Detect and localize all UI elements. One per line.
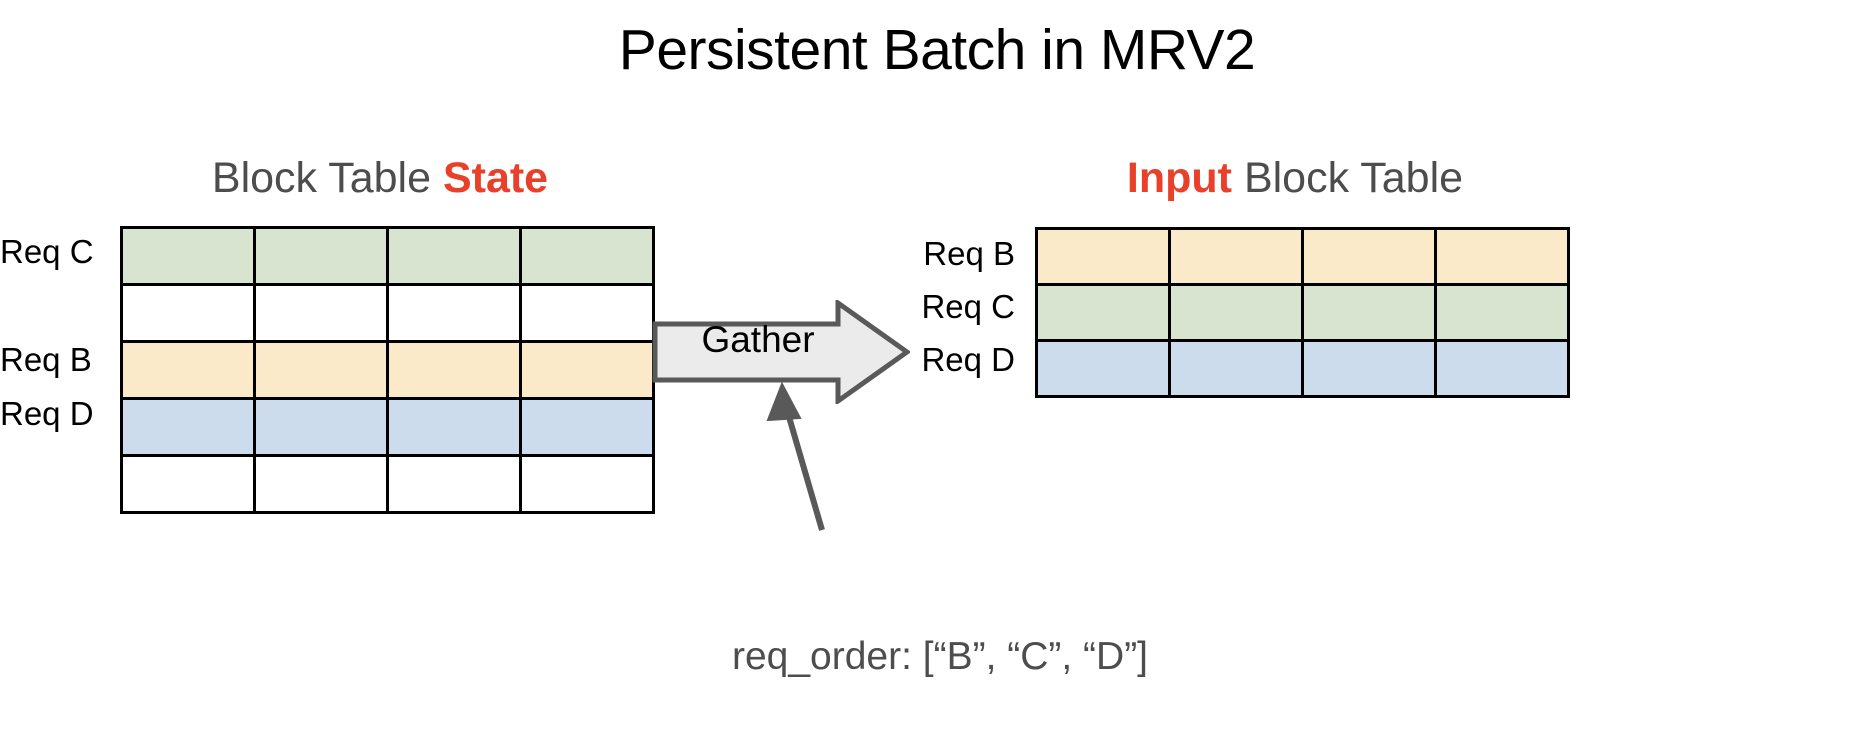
table-cell [253, 226, 389, 286]
table-cell [1035, 227, 1171, 286]
table-cell [1301, 227, 1437, 286]
left-row-label-req-c: Req C [0, 233, 94, 270]
table-cell [120, 340, 256, 400]
table-row [1035, 339, 1570, 398]
req-order-pointer-icon [766, 382, 825, 531]
heading-left-accent: State [442, 154, 549, 202]
table-cell [1168, 227, 1304, 286]
table-cell [253, 454, 389, 514]
table-cell [253, 283, 389, 343]
input-block-table-heading: Input Block Table [1035, 153, 1555, 203]
table-cell [519, 283, 655, 343]
table-cell [253, 340, 389, 400]
heading-right-accent: Input [1126, 154, 1232, 202]
table-row [120, 283, 655, 343]
heading-right-suffix: Block Table [1232, 154, 1464, 202]
table-cell [1168, 339, 1304, 398]
gather-arrow-icon [652, 300, 910, 404]
table-cell [1035, 339, 1171, 398]
table-row [120, 454, 655, 514]
right-row-label-req-c: Req C [921, 288, 1015, 325]
table-cell [120, 283, 256, 343]
table-cell [519, 397, 655, 457]
table-row [120, 340, 655, 400]
table-cell [120, 397, 256, 457]
table-cell [1301, 283, 1437, 342]
table-row [1035, 283, 1570, 342]
table-cell [1035, 283, 1171, 342]
table-cell [386, 283, 522, 343]
table-cell [519, 454, 655, 514]
left-row-label-req-b: Req B [0, 341, 92, 378]
heading-left-prefix: Block Table [211, 154, 443, 202]
right-row-label-req-b: Req B [923, 235, 1015, 272]
table-cell [386, 397, 522, 457]
table-cell [120, 454, 256, 514]
table-cell [1168, 283, 1304, 342]
table-cell [519, 226, 655, 286]
table-row [120, 226, 655, 286]
left-row-label-req-d: Req D [0, 395, 94, 432]
table-cell [1434, 283, 1570, 342]
table-cell [519, 340, 655, 400]
req-order-annotation: req_order: [“B”, “C”, “D”] [731, 635, 1149, 678]
right-row-label-req-d: Req D [921, 341, 1015, 378]
block-table-state [120, 226, 655, 514]
table-cell [1301, 339, 1437, 398]
table-cell [386, 226, 522, 286]
table-cell [253, 397, 389, 457]
table-cell [1434, 339, 1570, 398]
input-block-table [1035, 227, 1570, 398]
table-cell [386, 340, 522, 400]
table-cell [1434, 227, 1570, 286]
table-row [1035, 227, 1570, 286]
block-table-state-heading: Block Table State [120, 153, 640, 203]
table-row [120, 397, 655, 457]
page-title: Persistent Batch in MRV2 [618, 18, 1256, 82]
table-cell [386, 454, 522, 514]
table-cell [120, 226, 256, 286]
